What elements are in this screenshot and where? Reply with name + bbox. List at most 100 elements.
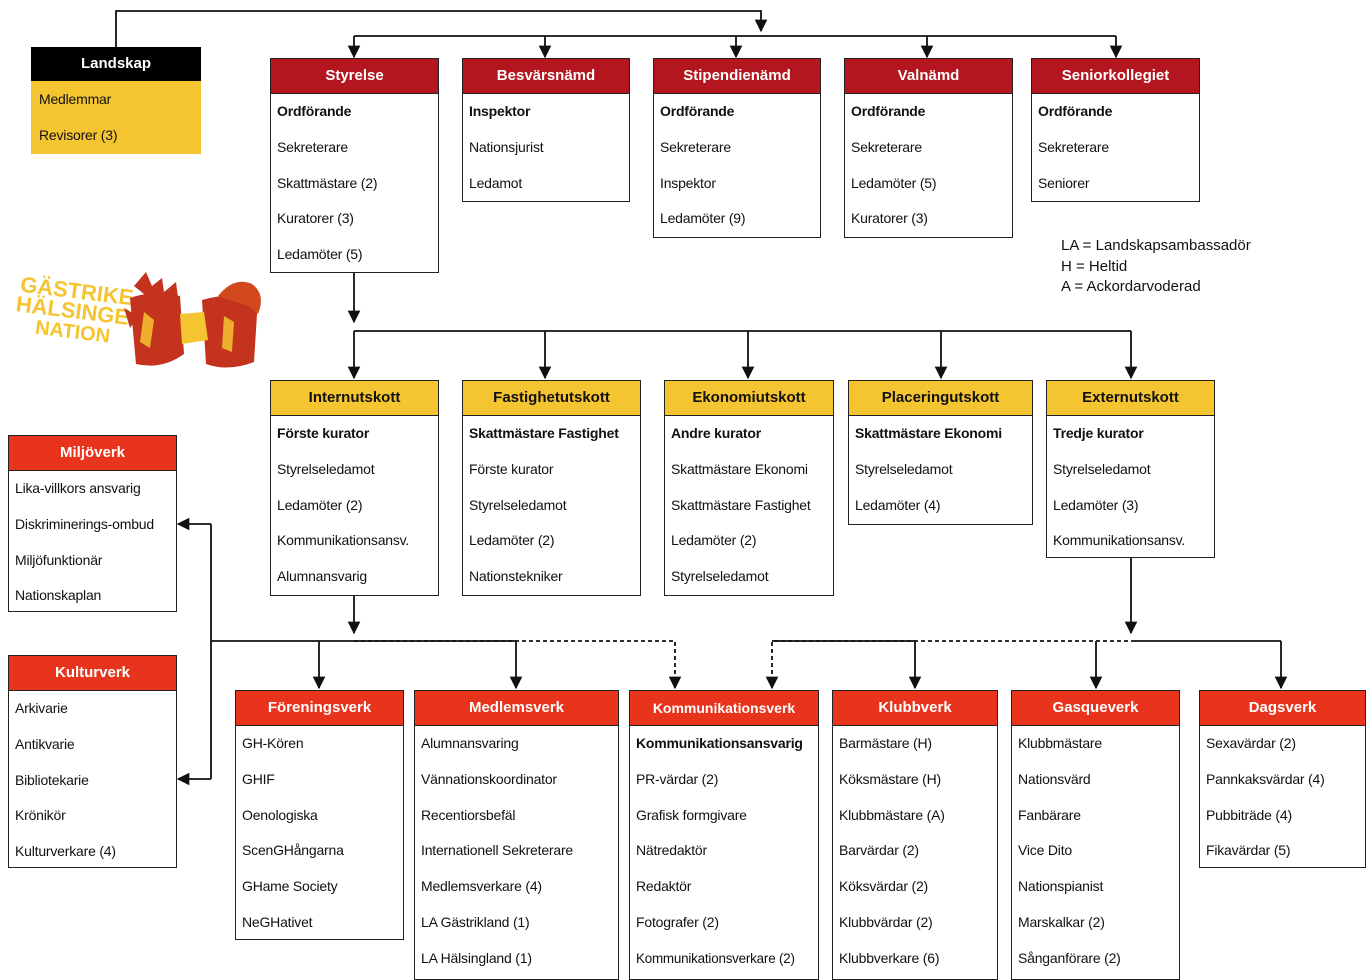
member-role: Ordförande [851,103,926,119]
member-role: Fotografer (2) [636,913,719,930]
legend-line: LA = Landskapsambassadör [1061,237,1251,254]
member-role: Internationell Sekreterare [421,842,573,859]
box-title: Valnämd [845,59,1012,94]
box-title: Kommunikationsverk [630,691,818,726]
abbreviation-legend: LA = Landskapsambassadör H = Heltid A = … [1061,236,1251,298]
member-role: Marskalkar (2) [1018,913,1105,930]
member-role: Köksmästare (H) [839,770,942,787]
member-role: Redaktör [636,878,692,895]
stipendienamd-box: Stipendienämd Ordförande Sekreterare Ins… [653,58,821,238]
member-role: Medlemsverkare (4) [421,878,542,895]
box-body: Förste kurator Styrelseledamot Ledamöter… [271,416,438,595]
member-role: Sekreterare [1038,138,1109,155]
box-title: Seniorkollegiet [1032,59,1199,94]
member-role: Andre kurator [671,425,761,441]
box-title: Gasqueverk [1012,691,1179,726]
legend-line: H = Heltid [1061,257,1128,275]
member-role: GHame Society [242,878,338,895]
box-title: Föreningsverk [236,691,403,726]
member-role: Pubbiträde (4) [1206,806,1292,823]
member-role: Sexavärdar (2) [1206,735,1296,751]
member-role: Nationstekniker [469,568,563,585]
member-role: Fanbärare [1018,806,1081,823]
member-role: Kommunikationsansv. [1053,532,1186,549]
box-body: Inspektor Nationsjurist Ledamot [463,94,629,201]
member-role: Nationsjurist [469,138,544,155]
ekonomiutskott-box: Ekonomiutskott Andre kurator Skattmästar… [664,380,834,596]
box-body: Skattmästare Ekonomi Styrelseledamot Led… [849,416,1032,523]
member-role: Alumnansvarig [277,568,367,585]
member-role: Ledamöter (9) [660,210,746,227]
box-body: Ordförande Sekreterare Ledamöter (5) Kur… [845,94,1012,237]
styrelse-box: Styrelse Ordförande Sekreterare Skattmäs… [270,58,439,273]
member-role: Nationsvärd [1018,770,1091,787]
member-role: Grafisk formgivare [636,806,747,823]
member-role: Tredje kurator [1053,425,1144,441]
box-body: Tredje kurator Styrelseledamot Ledamöter… [1047,416,1214,557]
foreningsverk-box: Föreningsverk GH-Kören GHIF Oenologiska … [235,690,404,940]
member-role: Ordförande [660,103,735,119]
internutskott-box: Internutskott Förste kurator Styrelseled… [270,380,439,596]
member-role: Diskriminerings-ombud [15,515,154,532]
member-role: PR-värdar (2) [636,770,719,787]
medlemsverk-box: Medlemsverk Alumnansvaring Vännationskoo… [414,690,619,980]
member-role: Ledamöter (2) [469,532,555,549]
box-body: Kommunikationsansvarig PR-värdar (2) Gra… [630,726,818,977]
box-title: Internutskott [271,381,438,416]
box-body: Arkivarie Antikvarie Bibliotekarie Kröni… [9,691,176,867]
member-role: Styrelseledamot [277,460,375,477]
member-role: Vice Dito [1018,842,1072,859]
member-role: Barmästare (H) [839,735,932,751]
member-role: Ledamöter (2) [671,532,757,549]
member-role: Ledamöter (2) [277,496,363,513]
member-role: Klubbmästare [1018,735,1102,751]
member-role: Miljöfunktionär [15,551,103,568]
member-role: Kommunikationsansvarig [636,735,803,751]
member-role: Kommunikationsverkare (2) [636,950,795,966]
box-title: Stipendienämd [654,59,820,94]
member-role: Ledamöter (4) [855,496,941,513]
member-role: Sekreterare [277,138,348,155]
box-body: Lika-villkors ansvarig Diskriminerings-o… [9,471,176,611]
member-role: Förste kurator [469,460,554,477]
member-role: Alumnansvaring [421,735,519,751]
member-role: Barvärdar (2) [839,842,919,859]
member-role: Sånganförare (2) [1018,949,1121,966]
member-role: LA Hälsingland (1) [421,949,532,966]
member-role: Klubbverkare (6) [839,949,940,966]
landskap-box: Landskap Medlemmar Revisorer (3) [31,47,201,154]
legend-line: A = Ackordarvoderad [1061,278,1201,295]
member-role: Ordförande [277,103,352,119]
member-role: Sekreterare [851,138,922,155]
box-title: Fastighetutskott [463,381,640,416]
member-role: Arkivarie [15,700,68,716]
member-role: Nationskaplan [15,587,102,604]
fastighetutskott-box: Fastighetutskott Skattmästare Fastighet … [462,380,641,596]
member-role: Lika-villkors ansvarig [15,480,141,496]
box-body: Alumnansvaring Vännationskoordinator Rec… [415,726,618,977]
box-title: Dagsverk [1200,691,1365,726]
left-shield-icon [130,293,184,366]
box-body: GH-Kören GHIF Oenologiska ScenGHångarna … [236,726,403,939]
member-role: Ledamot [469,174,523,191]
member-role: Klubbvärdar (2) [839,913,933,930]
box-title: Externutskott [1047,381,1214,416]
kommunikationsverk-box: Kommunikationsverk Kommunikationsansvari… [629,690,819,980]
box-body: Sexavärdar (2) Pannkaksvärdar (4) Pubbit… [1200,726,1365,867]
box-body: Klubbmästare Nationsvärd Fanbärare Vice … [1012,726,1179,977]
box-title: Ekonomiutskott [665,381,833,416]
member-role: Skattmästare Ekonomi [671,460,808,477]
member-role: Seniorer [1038,174,1090,191]
member-role: Skattmästare Ekonomi [855,425,1002,441]
member-role: NeGHativet [242,913,313,930]
miljoverk-box: Miljöverk Lika-villkors ansvarig Diskrim… [8,435,177,612]
member-role: Fikavärdar (5) [1206,842,1291,859]
member-role: Oenologiska [242,806,318,823]
member-role: Kulturverkare (4) [15,843,116,860]
member-role: Sekreterare [660,138,731,155]
landskap-item: Revisorer (3) [39,127,118,143]
member-role: GH-Kören [242,735,304,751]
member-role: Styrelseledamot [855,460,953,477]
nation-logo: GÄSTRIKE HÄLSINGE NATION [15,272,261,368]
